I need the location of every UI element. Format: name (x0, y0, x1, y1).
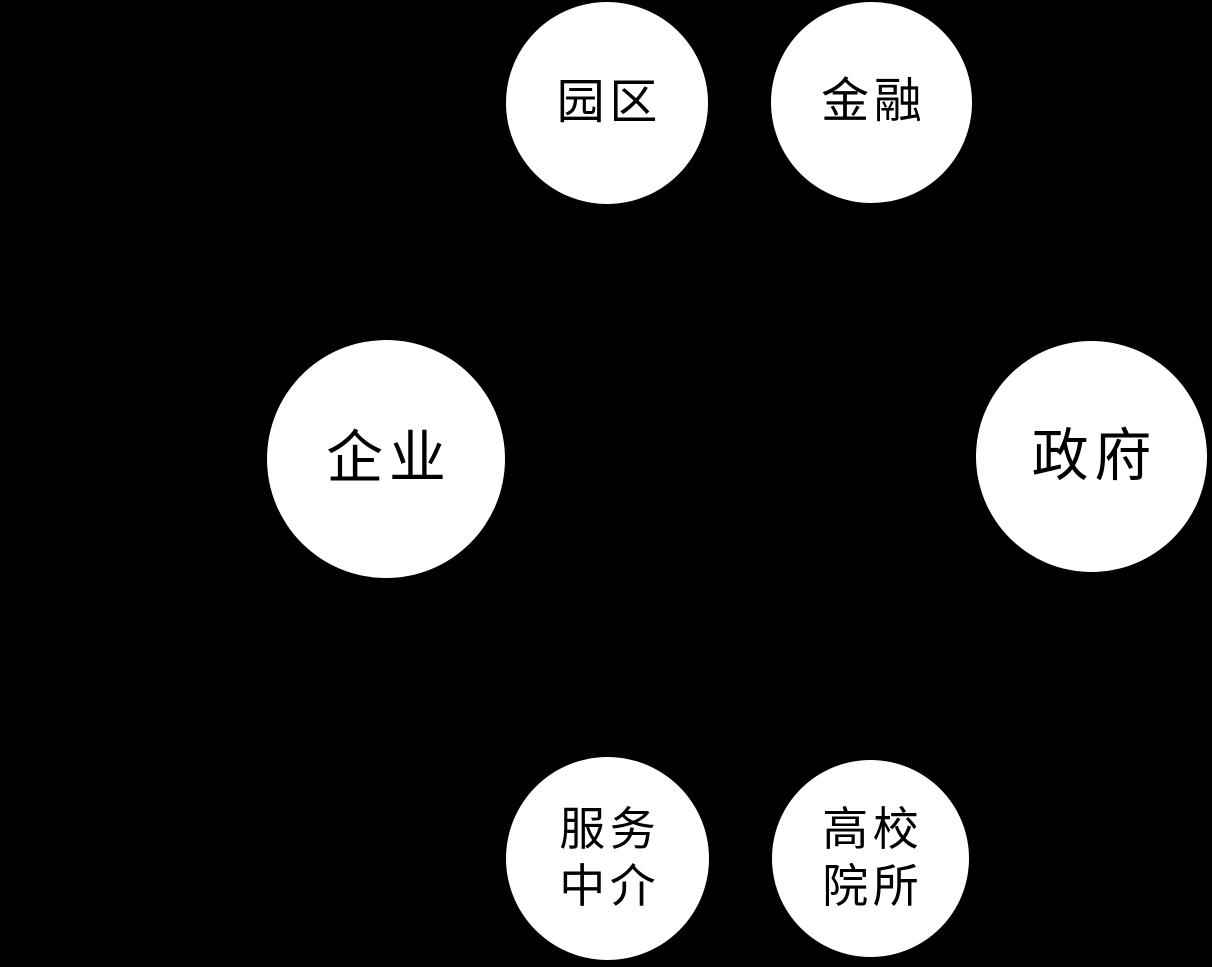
node-finance-line1: 金融 (821, 75, 927, 129)
node-universities-institutes-line2: 院所 (822, 860, 924, 912)
node-finance-label: 金融 (821, 73, 927, 132)
node-service-intermediary-line1: 服务 (559, 804, 661, 856)
node-park-label: 园区 (557, 74, 663, 133)
node-enterprise-line1: 企业 (326, 427, 452, 491)
node-service-intermediary-line2: 中介 (559, 860, 661, 912)
node-enterprise-label: 企业 (326, 424, 451, 494)
node-park-line1: 园区 (556, 75, 663, 129)
node-government: 政府 (976, 341, 1207, 572)
node-service-intermediary: 服务 中介 (506, 757, 709, 960)
node-universities-institutes-label: 高校 院所 (822, 802, 923, 914)
node-service-intermediary-label: 服务 中介 (559, 802, 660, 914)
node-finance: 金融 (771, 2, 972, 203)
node-universities-institutes: 高校 院所 (772, 760, 969, 957)
node-universities-institutes-line1: 高校 (822, 804, 924, 856)
node-park: 园区 (506, 2, 708, 204)
node-enterprise: 企业 (267, 340, 505, 578)
node-government-label: 政府 (1032, 422, 1157, 492)
node-government-line1: 政府 (1031, 424, 1158, 488)
